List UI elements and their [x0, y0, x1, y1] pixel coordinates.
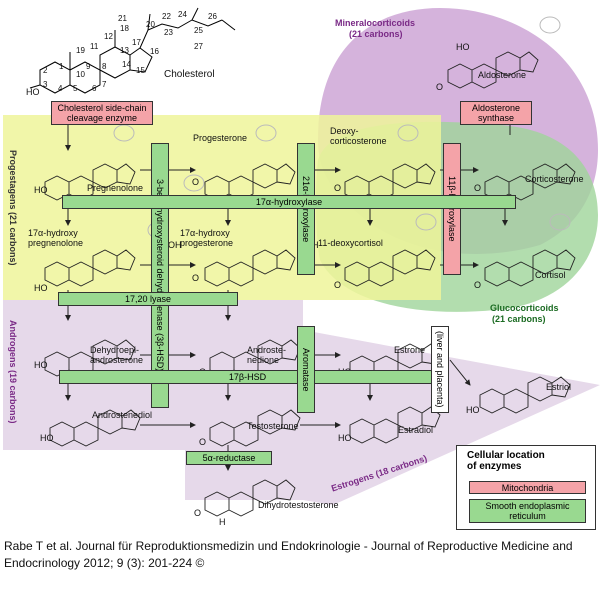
group-highlights [113, 16, 571, 239]
hydroxylase17a-enzyme: 17α-hydroxylase [62, 195, 516, 209]
liver-placenta-note: (liver and placenta) [431, 326, 449, 413]
atom-o-testosterone: O [199, 437, 207, 447]
atom-ho-pregnenolone: HO [34, 185, 48, 195]
carbon-27: 27 [194, 42, 203, 51]
carbon-14: 14 [122, 60, 131, 69]
carbon-23: 23 [164, 28, 173, 37]
hydroxylase11b-enzyme: 11β-hydroxylase [443, 143, 461, 275]
cortisol-label: Cortisol [535, 270, 566, 280]
carbon-2: 2 [43, 66, 48, 75]
carbon-15: 15 [136, 66, 145, 75]
atom-o-progesterone: O [192, 177, 200, 187]
progesterone-label: Progesterone [193, 133, 248, 143]
carbon-22: 22 [162, 12, 171, 21]
carbon-1: 1 [59, 62, 64, 71]
mineralocorticoids-title: Mineralocorticoids (21 carbons) [335, 18, 416, 39]
carbon-16: 16 [150, 47, 159, 56]
region-androgens-lower [185, 430, 303, 500]
atom-h-dht: H [219, 517, 226, 527]
carbon-24: 24 [178, 10, 187, 19]
carbon-8: 8 [102, 62, 107, 71]
carbon-21: 21 [118, 14, 127, 23]
androstenedione-label: Androste- nedione [247, 345, 287, 365]
corticosterone-label: Corticosterone [525, 174, 584, 184]
dihydrotestosterone-label: Dihydrotestosterone [258, 500, 339, 510]
hydroxylase21-enzyme: 21α-hydroxylase [297, 143, 315, 275]
dhea-label: Dehydroepi- androsterone [90, 345, 144, 365]
estrone-label: Estrone [394, 345, 426, 355]
side-chain-cleavage-enzyme: Cholesterol side-chain cleavage enzyme [51, 101, 153, 125]
legend-smooth-er: Smooth endoplasmic reticulum [469, 499, 586, 523]
atom-ho-dhea: HO [34, 360, 48, 370]
atom-o-cortisol: O [474, 280, 482, 290]
carbon-12: 12 [104, 32, 113, 41]
carbon-19: 19 [76, 46, 85, 55]
legend: Cellular location of enzymes Mitochondri… [456, 445, 596, 530]
estriol-label: Estriol [546, 382, 572, 392]
aldosterone-synthase-enzyme: Aldosterone synthase [460, 101, 532, 125]
testosterone-label: Testosterone [247, 421, 299, 431]
carbon-10: 10 [76, 70, 85, 79]
carbon-13: 13 [120, 46, 129, 55]
atom-o-deoxycorticosterone: O [334, 183, 342, 193]
carbon-25: 25 [194, 26, 203, 35]
carbon-9: 9 [86, 62, 91, 71]
atom-ho-androstenediol: HO [40, 433, 54, 443]
atom-o-dht: O [194, 508, 202, 518]
carbon-11: 11 [90, 42, 99, 51]
aromatase-enzyme: Aromatase [297, 326, 315, 413]
aldosterone-label: Aldosterone [478, 70, 527, 80]
deoxycortisol-label: 11-deoxycortisol [318, 238, 383, 248]
carbon-17: 17 [132, 38, 141, 47]
cholesterol-label: Cholesterol [164, 69, 215, 80]
carbon-6: 6 [92, 84, 97, 93]
carbon-26: 26 [208, 12, 217, 21]
estradiol-label: Estradiol [398, 425, 434, 435]
androgens-title: Androgens (19 carbons) [8, 320, 18, 424]
legend-title: Cellular location of enzymes [467, 450, 545, 472]
androstenediol-label: Androstenediol [92, 410, 153, 420]
hsd3b-enzyme: 3-beta-hydroxysteroid dehydrogenase (3β-… [151, 143, 169, 408]
cholesterol-structure [29, 7, 236, 94]
carbon-4: 4 [58, 84, 63, 93]
atom-ho-aldosterone: HO [456, 42, 470, 52]
progestagens-title: Progestagens (21 carbons) [8, 150, 18, 266]
carbon-5: 5 [73, 84, 78, 93]
atom-ho-estriol: HO [466, 405, 480, 415]
atom-o-corticosterone: O [474, 183, 482, 193]
hsd17b-enzyme: 17β-HSD [59, 370, 436, 384]
atom-o-hydroxyprogesterone: O [192, 273, 200, 283]
atom-o-deoxycortisol: O [334, 280, 342, 290]
reductase-enzyme: 5α-reductase [186, 451, 272, 465]
deoxycorticosterone-label: Deoxy- corticosterone [330, 126, 387, 146]
glucocorticoids-title: Glucocorticoids (21 carbons) [490, 303, 559, 324]
carbon-18: 18 [120, 24, 129, 33]
atom-oh-hydroxypregnenolone: OH [168, 240, 182, 250]
carbon-3: 3 [43, 80, 48, 89]
carbon-20: 20 [146, 20, 155, 29]
carbon-7: 7 [102, 80, 107, 89]
hydroxypregnenolone-label: 17α-hydroxy pregnenolone [28, 228, 84, 248]
hydroxyprogesterone-label: 17α-hydroxy progesterone [180, 228, 234, 248]
atom-ho-estradiol: HO [338, 433, 352, 443]
legend-mitochondria: Mitochondria [469, 481, 586, 494]
lyase-enzyme: 17,20 lyase [58, 292, 238, 306]
atom-ho-hydroxypregnenolone: HO [34, 283, 48, 293]
pregnenolone-label: Pregnenolone [87, 183, 144, 193]
atom-o-aldosterone: O [436, 82, 444, 92]
citation: Rabe T et al. Journal für Reproduktionsm… [4, 539, 573, 570]
cholesterol-hydroxyl: HO [26, 87, 40, 97]
